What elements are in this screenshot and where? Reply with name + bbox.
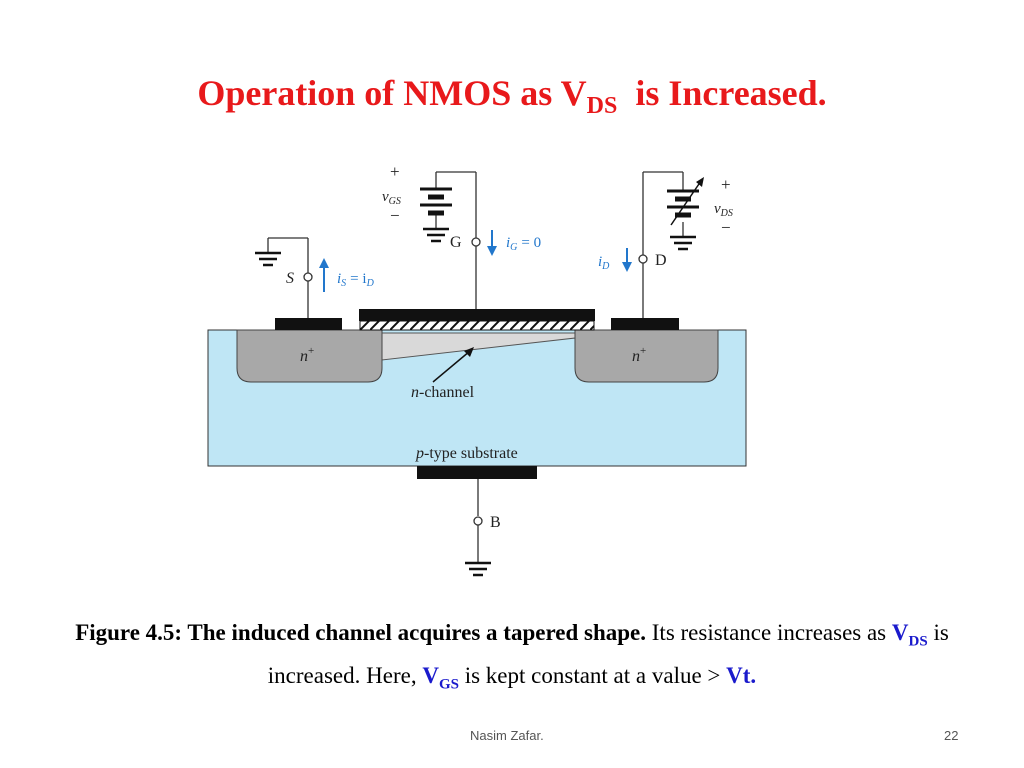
ig-label: iG= 0 <box>506 235 541 253</box>
id-label: iD <box>598 254 610 272</box>
p-substrate-label: p-type substrate <box>415 445 518 462</box>
nmos-diagram: + vGS − G iG= 0 + vDS − S iS= iD iD D n+… <box>207 162 747 577</box>
source-contact <box>275 318 342 330</box>
body-contact <box>417 466 537 479</box>
caption-text-1: Its resistance increases as <box>646 620 892 645</box>
vgs-label: vGS <box>382 189 401 207</box>
footer-page-number: 22 <box>944 728 959 743</box>
gate-terminal <box>471 237 481 247</box>
caption-text-2: is increased. Here, <box>267 620 949 688</box>
vgs-battery-icon <box>420 187 452 216</box>
caption-vds: VDS <box>891 620 928 650</box>
id-arrow-icon <box>622 248 632 272</box>
n-plus-right-label: n+ <box>632 345 646 365</box>
caption-bold: Figure 4.5: The induced channel acquires… <box>75 620 647 645</box>
caption-text-3: is kept constant at a value > <box>458 662 727 688</box>
source-label: S <box>286 270 294 287</box>
figure-caption: Figure 4.5: The induced channel acquires… <box>40 616 984 701</box>
caption-vgs: VGS <box>422 662 459 693</box>
vgs-plus-sign: + <box>390 162 400 181</box>
vgs-minus-sign: − <box>390 206 400 225</box>
vds-label: vDS <box>714 201 733 219</box>
source-terminal <box>303 272 313 282</box>
n-plus-right-region <box>574 329 719 383</box>
drain-label: D <box>655 252 667 269</box>
is-label: iS= iD <box>337 271 375 289</box>
body-terminal <box>473 516 483 526</box>
gate-label: G <box>450 234 462 251</box>
is-arrow-icon <box>319 258 329 292</box>
gate-metal <box>359 309 595 321</box>
ground-icon <box>465 561 491 577</box>
caption-vt: Vt. <box>726 662 757 688</box>
channel-pointer-arrow <box>432 347 474 383</box>
ground-icon <box>670 235 696 251</box>
title-subscript: DS <box>586 93 618 120</box>
n-plus-left-label: n+ <box>300 345 314 365</box>
gate-oxide <box>359 320 595 331</box>
slide-title: Operation of NMOS as VDS is Increased. <box>0 72 1024 120</box>
vds-variable-battery-icon <box>667 177 704 226</box>
title-end: is Increased. <box>635 73 827 113</box>
vds-plus-sign: + <box>721 175 731 194</box>
ig-arrow-icon <box>487 230 497 256</box>
footer-author: Nasim Zafar. <box>470 728 544 743</box>
vds-minus-sign: − <box>721 218 731 237</box>
n-channel-label: n-channel <box>411 384 475 401</box>
n-plus-left-region <box>236 329 383 383</box>
title-main: Operation of NMOS as V <box>197 73 587 113</box>
ground-icon <box>423 227 449 243</box>
drain-contact <box>611 318 679 330</box>
ground-icon <box>255 251 281 267</box>
body-label: B <box>490 514 501 531</box>
drain-terminal <box>638 254 648 264</box>
